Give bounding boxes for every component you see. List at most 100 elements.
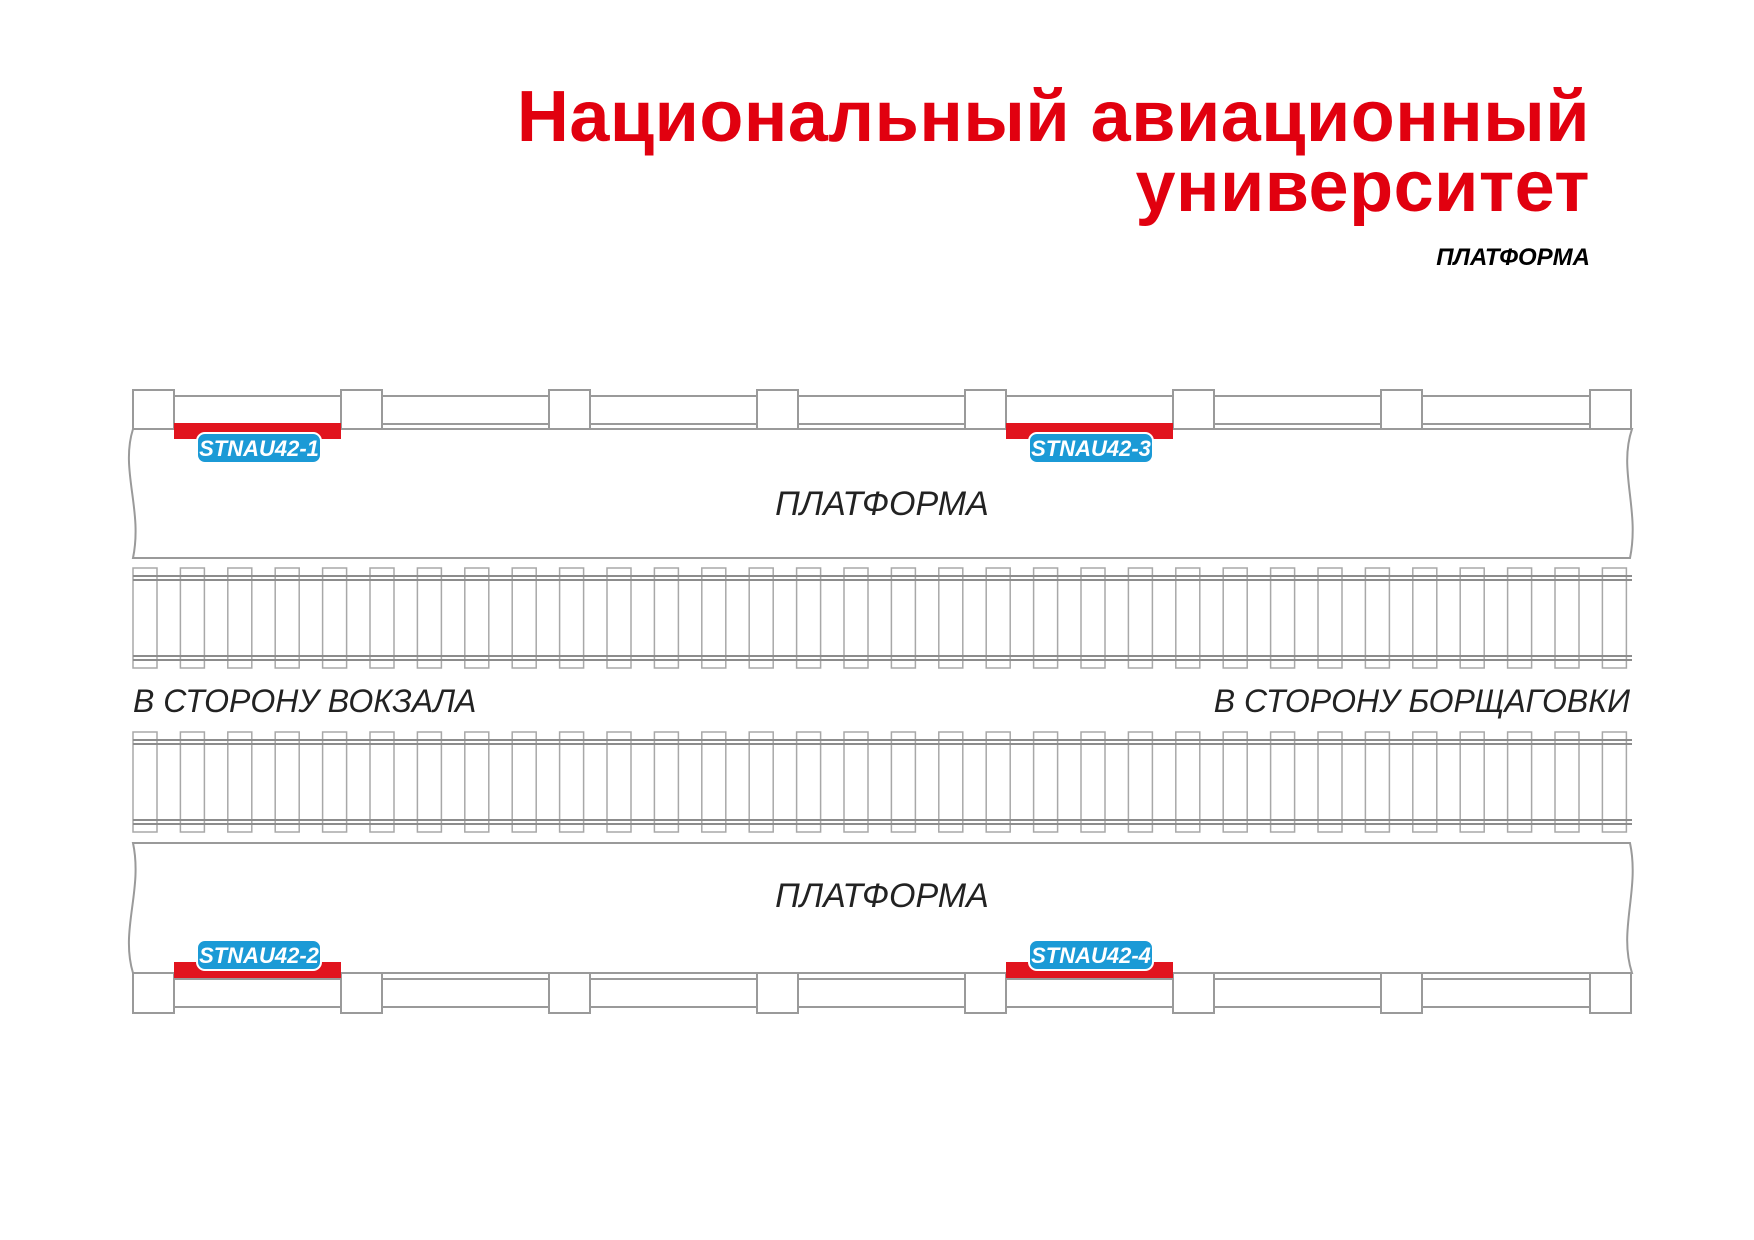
sleeper xyxy=(1364,731,1391,833)
sleeper xyxy=(132,567,158,669)
sleeper xyxy=(890,731,917,833)
sleeper xyxy=(558,731,585,833)
station-title-line-1: Национальный авиационный xyxy=(516,77,1590,157)
direction-left: В СТОРОНУ ВОКЗАЛА xyxy=(133,683,476,719)
fence-rail xyxy=(381,395,550,425)
sleeper xyxy=(1175,731,1201,833)
sleeper xyxy=(985,567,1011,669)
bottom-fence xyxy=(132,972,1632,1014)
sleeper xyxy=(653,731,680,833)
sleeper xyxy=(1412,567,1438,669)
sleeper xyxy=(369,731,395,833)
sleeper xyxy=(938,731,964,833)
fence-rail xyxy=(1005,395,1174,425)
fence-post xyxy=(1589,972,1632,1014)
sleeper xyxy=(795,731,822,833)
sleeper xyxy=(1127,567,1154,669)
fence-post xyxy=(964,389,1007,431)
sleeper xyxy=(1412,731,1438,833)
sleeper xyxy=(1554,567,1580,669)
fence-post xyxy=(1380,389,1423,431)
lower-track xyxy=(132,731,1632,833)
exit-tag-label: STNAU42-3 xyxy=(1031,436,1151,461)
sleeper xyxy=(274,567,300,669)
sleeper xyxy=(227,731,253,833)
subtitle: ПЛАТФОРМА xyxy=(1436,244,1590,271)
sleeper xyxy=(985,731,1011,833)
sleeper xyxy=(1459,731,1485,833)
fence-rail xyxy=(797,395,966,425)
fence-post xyxy=(132,972,175,1014)
exit-tag-label: STNAU42-1 xyxy=(199,436,319,461)
sleeper xyxy=(890,567,917,669)
sleeper xyxy=(1175,567,1201,669)
sleeper xyxy=(179,731,206,833)
sleeper xyxy=(1032,731,1059,833)
fence-rail xyxy=(589,395,758,425)
sleeper xyxy=(1317,567,1343,669)
sleeper xyxy=(606,567,632,669)
sleeper xyxy=(511,731,537,833)
fence-post xyxy=(964,972,1007,1014)
sleeper xyxy=(1080,731,1106,833)
sleeper xyxy=(416,731,443,833)
fence-rail xyxy=(381,978,550,1008)
sleeper xyxy=(369,567,395,669)
fence-post xyxy=(132,389,175,431)
top-fence xyxy=(132,389,1632,431)
fence-rail xyxy=(173,978,342,1008)
sleeper xyxy=(1601,731,1628,833)
sleeper xyxy=(748,567,774,669)
sleeper xyxy=(938,567,964,669)
exit-tag-badge xyxy=(196,939,322,971)
station-title-line-2: университет xyxy=(1135,147,1590,227)
exit-tag-badge xyxy=(1028,432,1154,464)
sleeper xyxy=(1222,567,1248,669)
fence-rail xyxy=(1213,978,1382,1008)
top-platform-outline xyxy=(127,428,1634,559)
upper-track xyxy=(132,567,1632,669)
sleeper xyxy=(1080,567,1106,669)
sleeper xyxy=(1364,567,1391,669)
sleeper xyxy=(843,731,869,833)
fence-post xyxy=(340,389,383,431)
exit-tag-badge xyxy=(196,432,322,464)
exit-tag-label: STNAU42-4 xyxy=(1031,943,1151,968)
sleeper xyxy=(1127,731,1154,833)
exit-tag-label: STNAU42-2 xyxy=(199,943,320,968)
sleeper xyxy=(321,731,348,833)
sleeper xyxy=(558,567,585,669)
sleeper xyxy=(132,731,158,833)
fence-rail xyxy=(1005,978,1174,1008)
sleeper xyxy=(1032,567,1059,669)
fence-post xyxy=(548,972,591,1014)
fence-post xyxy=(548,389,591,431)
sleeper xyxy=(606,731,632,833)
sleeper xyxy=(1269,567,1296,669)
sleeper xyxy=(464,731,490,833)
header: Национальный авиационный университет ПЛА… xyxy=(516,77,1590,272)
fence-post xyxy=(756,389,799,431)
fence-post xyxy=(1589,389,1632,431)
sleeper xyxy=(464,567,490,669)
sleeper xyxy=(321,567,348,669)
fence-rail xyxy=(589,978,758,1008)
sleeper xyxy=(227,567,253,669)
fence-post xyxy=(1380,972,1423,1014)
fence-rail xyxy=(173,395,342,425)
sleeper xyxy=(1506,731,1533,833)
sleeper xyxy=(1554,731,1580,833)
sleeper xyxy=(653,567,680,669)
sleeper xyxy=(748,731,774,833)
direction-right: В СТОРОНУ БОРЩАГОВКИ xyxy=(1214,683,1630,719)
sleeper xyxy=(795,567,822,669)
sleeper xyxy=(1317,731,1343,833)
fence-rail xyxy=(797,978,966,1008)
bottom-platform-label: ПЛАТФОРМА xyxy=(775,877,989,915)
sleeper xyxy=(701,567,727,669)
sleeper xyxy=(1222,731,1248,833)
sleeper xyxy=(1459,567,1485,669)
sleeper xyxy=(511,567,537,669)
